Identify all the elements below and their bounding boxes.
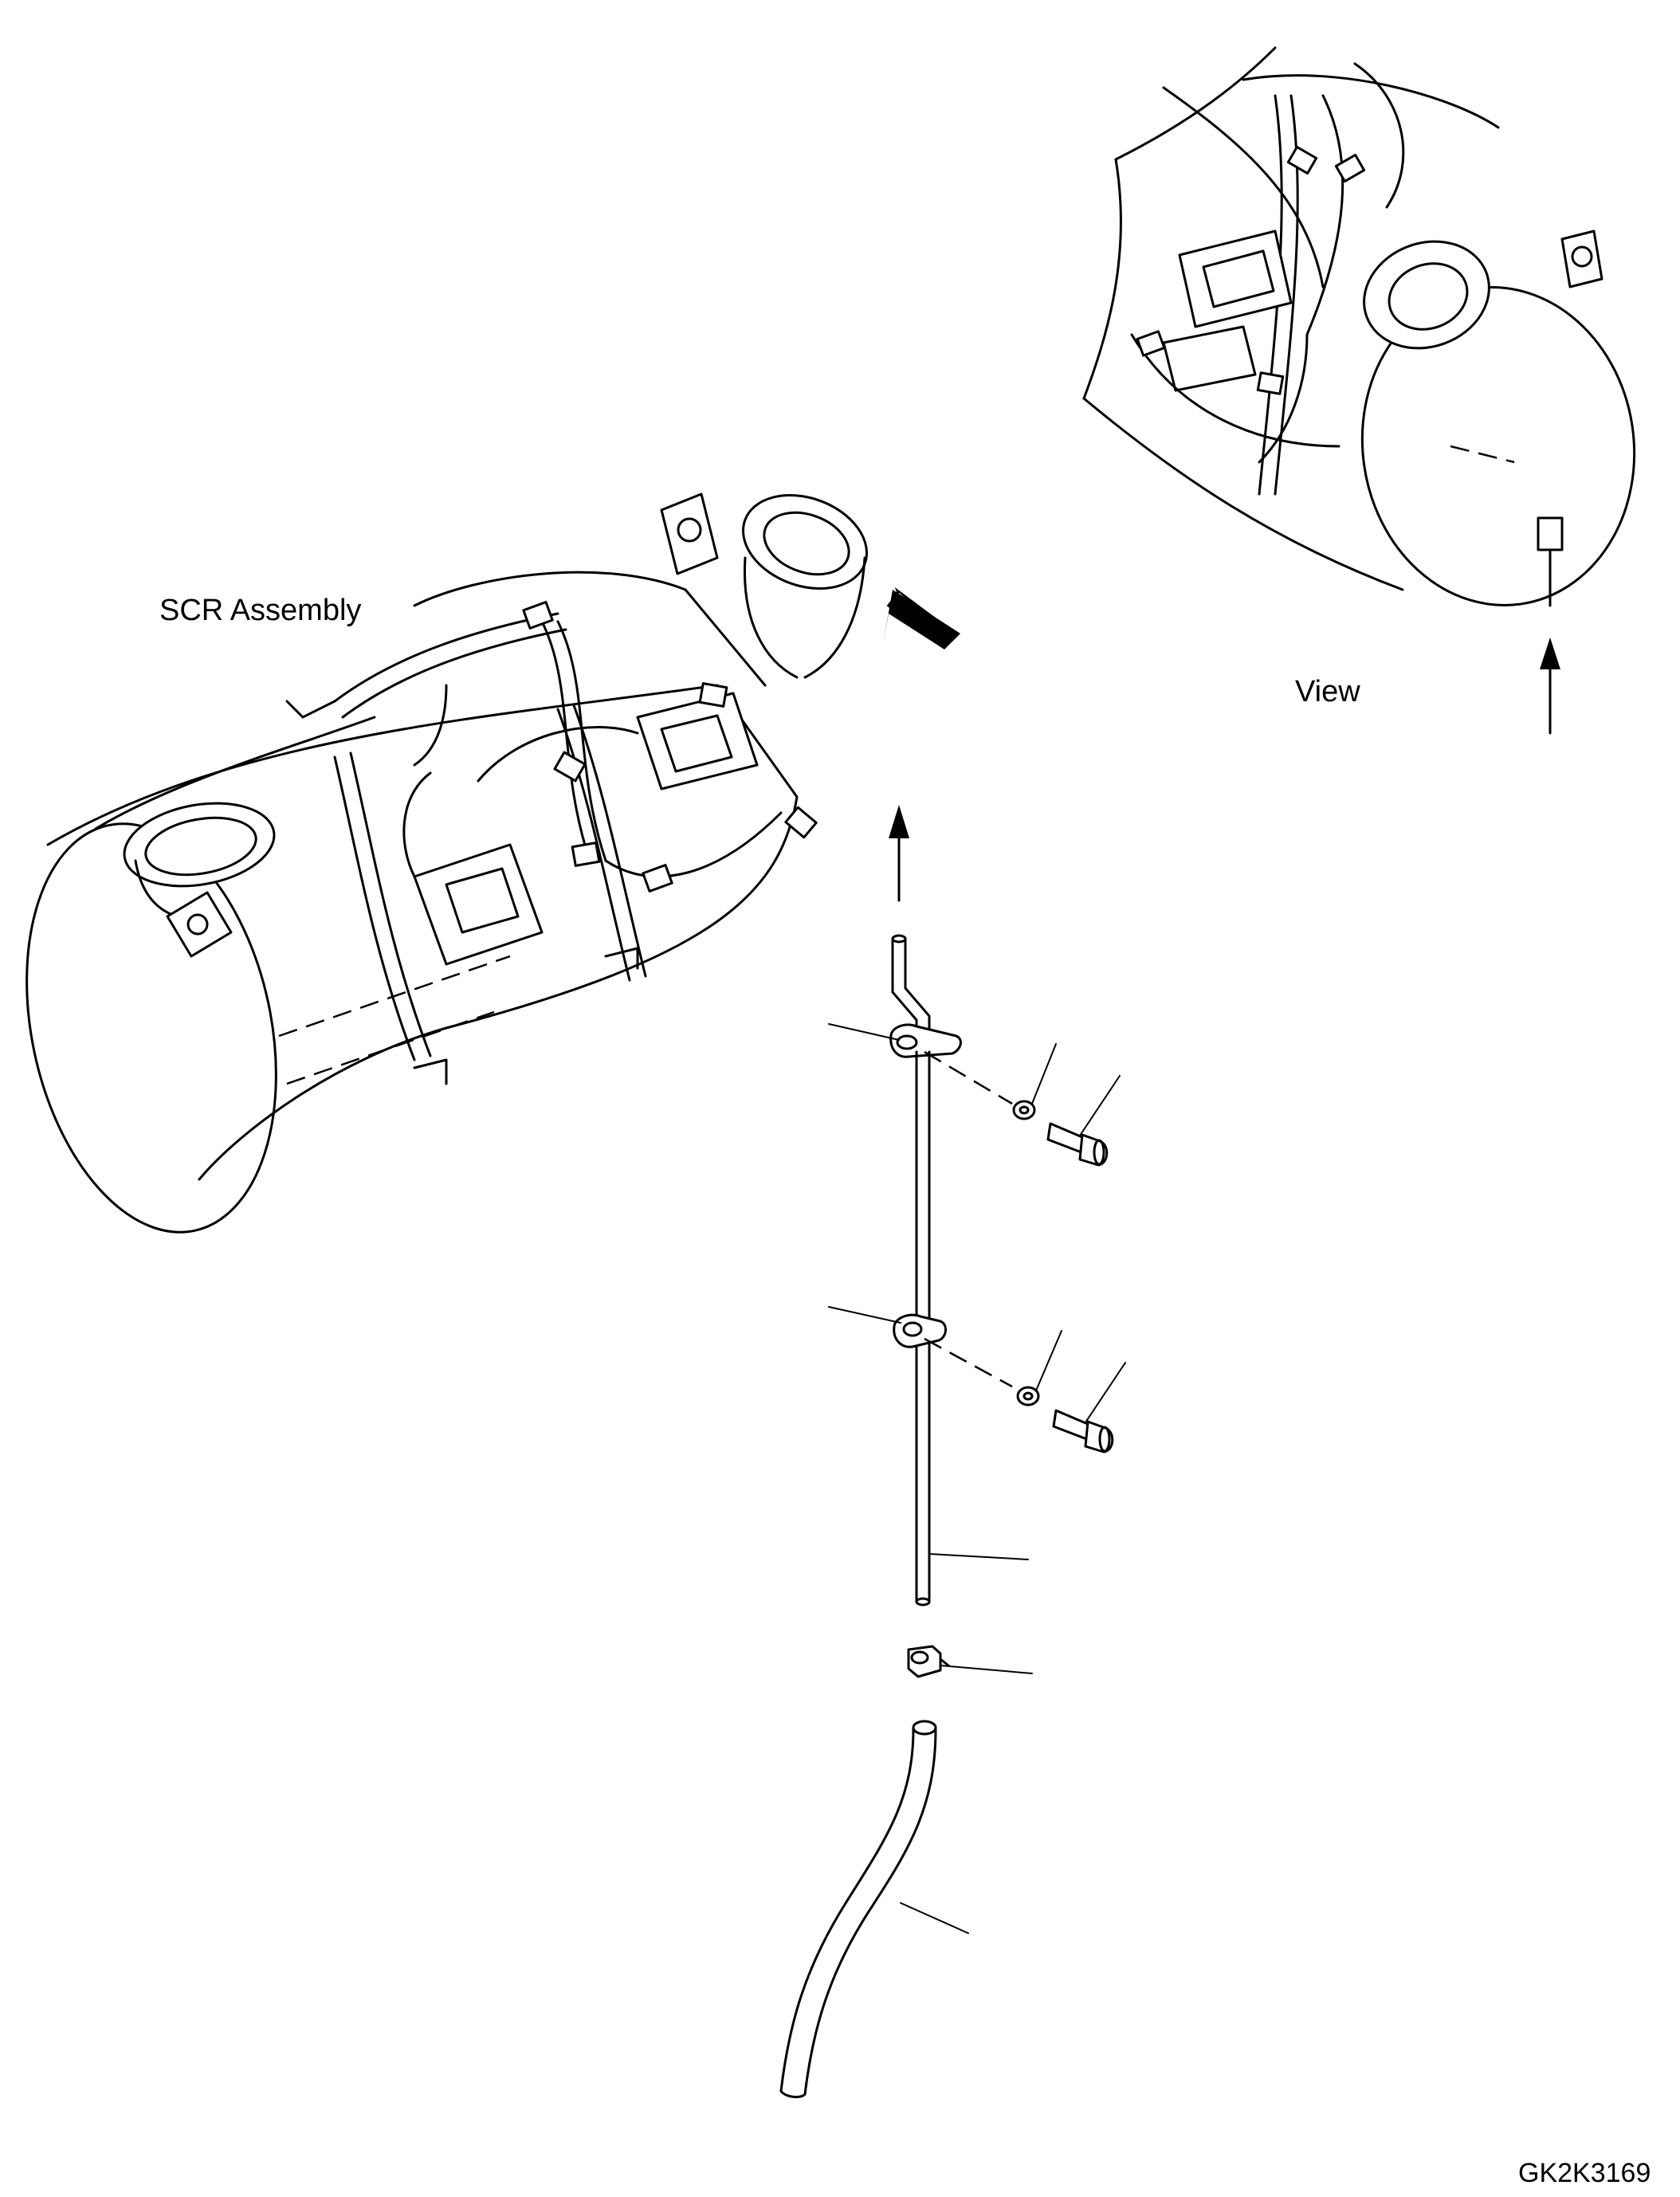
scr-assembly-main — [26, 492, 868, 1234]
view-direction-arrow — [883, 587, 960, 649]
scr-assembly-view — [1082, 46, 1636, 735]
scr-assembly-label: SCR Assembly — [159, 594, 361, 627]
pipe-assembly — [779, 805, 1126, 2098]
drawing-number: GK2K3169 — [1518, 2158, 1651, 2188]
view-label: View — [1295, 675, 1360, 708]
